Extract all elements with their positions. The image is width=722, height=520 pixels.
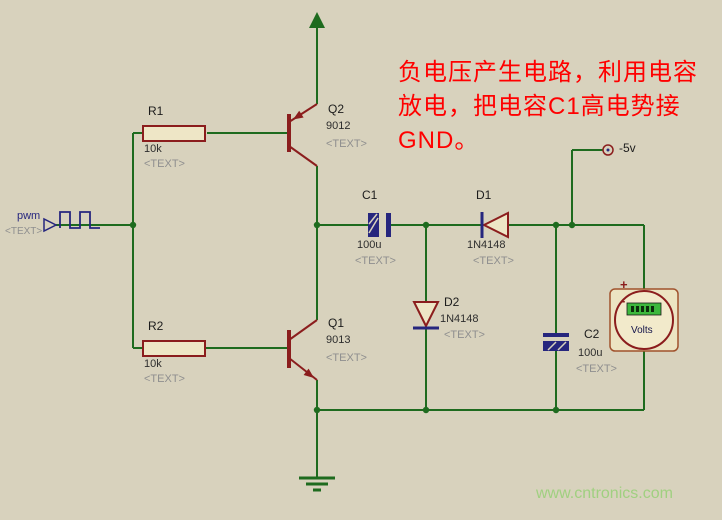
capacitor-c2-symbol	[543, 333, 569, 351]
r1-value-label: 10k	[144, 143, 162, 155]
pwm-source-icon	[43, 211, 100, 233]
d2-text-label: <TEXT>	[444, 329, 485, 341]
ground-icon	[299, 476, 335, 492]
resistor-r1-body	[142, 125, 206, 142]
d1-text-label: <TEXT>	[473, 255, 514, 267]
q2-value-label: 9012	[326, 120, 351, 132]
q2-text-label: <TEXT>	[326, 138, 367, 150]
q1-ref-label: Q1	[328, 316, 345, 330]
c2-value-label: 100u	[578, 347, 603, 359]
r2-ref-label: R2	[148, 319, 164, 333]
r1-text-label: <TEXT>	[144, 158, 185, 170]
supply-terminal-icon	[602, 144, 614, 156]
annotation-text: 负电压产生电路，利用电容 放电，把电容C1高电势接 GND。	[398, 56, 710, 158]
wire-net	[56, 27, 645, 477]
d1-value-label: 1N4148	[467, 239, 506, 251]
meter-unit-label: Volts	[631, 325, 653, 336]
q1-text-label: <TEXT>	[326, 352, 367, 364]
c2-ref-label: C2	[584, 327, 600, 341]
r1-ref-label: R1	[148, 104, 164, 118]
meter-display-digits	[631, 306, 654, 312]
power-arrow-icon	[309, 12, 325, 28]
diode-d1-symbol	[480, 211, 509, 239]
q2-ref-label: Q2	[328, 102, 345, 116]
transistor-q2-symbol	[287, 103, 318, 167]
pwm-label: pwm	[17, 210, 41, 222]
supply-label: -5v	[619, 141, 636, 155]
q1-value-label: 9013	[326, 334, 351, 346]
pwm-text-label: <TEXT>	[5, 226, 43, 237]
meter-minus-label: -	[621, 293, 626, 308]
junction-dots	[129, 221, 576, 414]
c1-ref-label: C1	[362, 188, 378, 202]
annotation-line-2: 放电，把电容C1高电势接	[398, 93, 681, 120]
r2-text-label: <TEXT>	[144, 373, 185, 385]
watermark: www.cntronics.com	[536, 485, 673, 502]
r2-value-label: 10k	[144, 358, 162, 370]
d1-ref-label: D1	[476, 188, 492, 202]
transistor-q1-symbol	[287, 319, 318, 381]
c1-text-label: <TEXT>	[355, 255, 396, 267]
d2-ref-label: D2	[444, 295, 460, 309]
c2-text-label: <TEXT>	[576, 363, 617, 375]
annotation-line-1: 负电压产生电路，利用电容	[398, 59, 698, 86]
capacitor-c1-symbol	[368, 213, 391, 237]
pulse-waveform-icon	[59, 211, 100, 229]
resistor-r2-body	[142, 340, 206, 357]
d2-value-label: 1N4148	[440, 313, 479, 325]
c1-value-label: 100u	[357, 239, 382, 251]
diode-d2-symbol	[412, 301, 440, 330]
annotation-line-3: GND。	[398, 127, 480, 154]
meter-plus-label: +	[620, 277, 628, 292]
voltmeter-symbol	[609, 288, 679, 352]
